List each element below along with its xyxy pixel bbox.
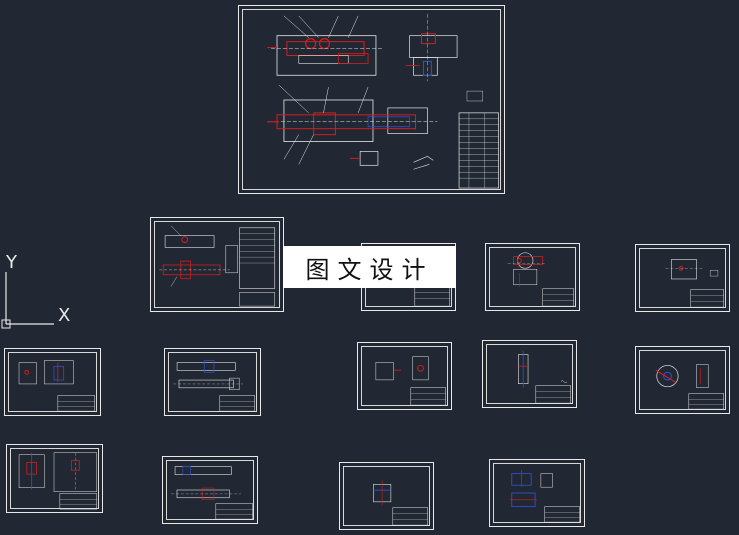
- drawing-sheet-assembly-2[interactable]: [150, 217, 284, 312]
- part-13-drawing: [373, 480, 428, 526]
- drawing-sheet-part-11[interactable]: [6, 444, 103, 513]
- drawing-sheet-part-6[interactable]: [4, 348, 101, 416]
- part-8-drawing: [375, 356, 446, 406]
- drawing-sheet-part-7[interactable]: [164, 348, 261, 416]
- drawing-sheet-part-8[interactable]: [357, 342, 452, 410]
- main-assembly-drawing: [267, 13, 499, 189]
- ucs-x-label: X: [58, 305, 71, 326]
- drawing-sheet-part-4[interactable]: [485, 243, 580, 311]
- drawing-sheet-part-13[interactable]: [339, 462, 434, 530]
- watermark-text: 图文设计: [305, 255, 434, 284]
- part-14-drawing: [509, 469, 580, 523]
- part-4-drawing: [507, 252, 574, 307]
- part-10-drawing: [655, 364, 724, 410]
- ucs-y-label: Y: [6, 252, 17, 273]
- part-12-drawing: [171, 466, 253, 520]
- part-7-drawing: [173, 360, 255, 412]
- part-5-drawing: [665, 259, 724, 308]
- part-11-drawing: [18, 452, 97, 510]
- drawing-sheet-main-assembly[interactable]: [238, 5, 505, 194]
- drawing-sheet-part-5[interactable]: [635, 244, 730, 312]
- part-6-drawing: [18, 360, 95, 412]
- drawing-sheet-part-12[interactable]: [162, 456, 258, 524]
- assembly-2-drawing: [159, 225, 276, 307]
- drawing-sheet-part-14[interactable]: [489, 459, 585, 527]
- part-9-drawing: [518, 350, 571, 404]
- ucs-icon: Y X: [0, 250, 80, 330]
- drawing-sheet-part-10[interactable]: [635, 346, 730, 414]
- watermark-banner: 图文设计: [283, 246, 456, 288]
- drawing-sheet-part-9[interactable]: [482, 340, 577, 408]
